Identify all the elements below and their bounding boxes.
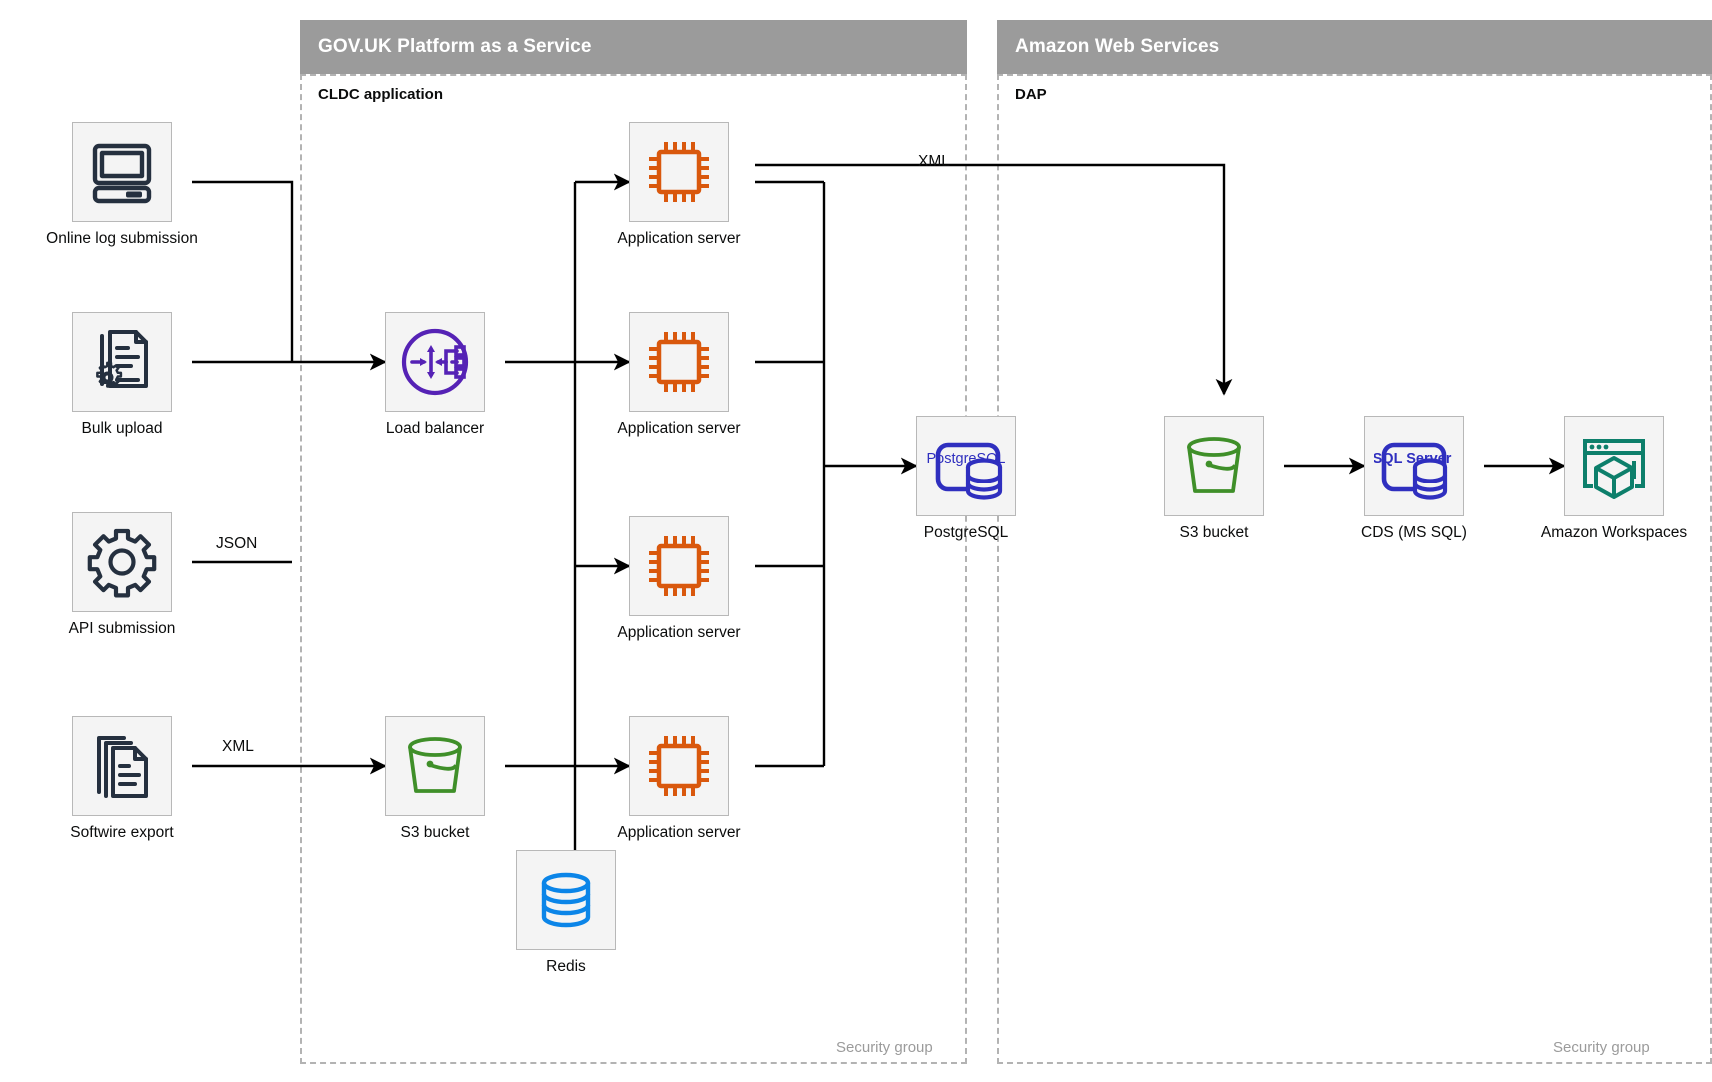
node-api-submission[interactable]: API submission xyxy=(69,512,175,637)
node-tile xyxy=(629,516,729,616)
group-title-aws: Amazon Web Services xyxy=(1015,36,1220,57)
node-label: PostgreSQL xyxy=(923,524,1009,541)
node-label: Application server xyxy=(617,824,741,841)
edge-label-xml-dap: XML xyxy=(918,153,950,170)
gear-icon xyxy=(87,528,157,598)
node-tile xyxy=(1164,416,1264,516)
node-bulk-upload[interactable]: Bulk upload xyxy=(72,312,172,437)
cpu-chip-icon xyxy=(649,142,709,202)
security-group-label-aws: Security group xyxy=(1553,1039,1650,1056)
node-tile xyxy=(72,122,172,222)
amazon-workspaces-icon xyxy=(1583,439,1645,499)
redis-database-icon xyxy=(541,872,591,928)
node-application-server-3[interactable]: Application server xyxy=(617,516,741,641)
node-label: API submission xyxy=(68,620,176,637)
edge-label-json: JSON xyxy=(216,535,258,552)
node-label: Amazon Workspaces xyxy=(1540,524,1688,541)
node-tile xyxy=(1564,416,1664,516)
node-label: S3 bucket xyxy=(1179,524,1249,541)
node-label: S3 bucket xyxy=(400,824,470,841)
node-softwire-export[interactable]: Softwire export xyxy=(70,716,174,841)
node-application-server-4[interactable]: Application server xyxy=(617,716,741,841)
stacked-documents-icon xyxy=(97,736,148,798)
group-banner-paas: GOV.UK Platform as a Service xyxy=(300,20,967,74)
node-tile xyxy=(385,312,485,412)
sub-label-cldc: CLDC application xyxy=(318,86,444,103)
node-tile xyxy=(629,122,729,222)
sql-server-icon: SQL Server xyxy=(1374,442,1452,500)
node-s3-bucket-aws[interactable]: S3 bucket xyxy=(1164,416,1264,541)
node-label: Application server xyxy=(617,230,741,247)
node-label: Redis xyxy=(546,958,586,975)
node-tile xyxy=(385,716,485,816)
node-tile xyxy=(72,716,172,816)
node-application-server-2[interactable]: Application server xyxy=(617,312,741,437)
node-tile: SQL Server xyxy=(1364,416,1464,516)
security-group-region-aws xyxy=(997,74,1712,1064)
edge-label-xml-softwire: XML xyxy=(222,738,254,755)
node-amazon-workspaces[interactable]: Amazon Workspaces xyxy=(1541,416,1687,541)
desktop-computer-icon xyxy=(92,143,152,204)
node-s3-bucket-paas[interactable]: S3 bucket xyxy=(385,716,485,841)
node-tile xyxy=(629,312,729,412)
cpu-chip-icon xyxy=(649,332,709,392)
sub-label-dap: DAP xyxy=(1015,86,1047,103)
load-balancer-icon xyxy=(401,328,469,396)
node-label: Softwire export xyxy=(70,824,174,841)
documents-gear-icon xyxy=(96,330,148,388)
node-tile xyxy=(72,512,172,612)
postgresql-icon: PostgreSQL xyxy=(927,442,1006,500)
cpu-chip-icon xyxy=(649,536,709,596)
node-tile xyxy=(629,716,729,816)
group-banner-aws: Amazon Web Services xyxy=(997,20,1712,74)
node-postgresql[interactable]: PostgreSQL PostgreSQL xyxy=(916,416,1016,541)
node-application-server-1[interactable]: Application server xyxy=(617,122,741,247)
node-label: Bulk upload xyxy=(81,420,163,437)
node-label: Load balancer xyxy=(385,420,485,437)
s3-bucket-icon xyxy=(408,737,462,793)
node-tile xyxy=(516,850,616,950)
node-label: Online log submission xyxy=(46,230,198,247)
node-tile: PostgreSQL xyxy=(916,416,1016,516)
node-redis[interactable]: Redis xyxy=(516,850,616,975)
node-online-log-submission[interactable]: Online log submission xyxy=(46,122,198,247)
security-group-region-paas xyxy=(300,74,967,1064)
group-title-paas: GOV.UK Platform as a Service xyxy=(318,36,592,57)
node-label: Application server xyxy=(617,624,741,641)
node-label: Application server xyxy=(617,420,741,437)
node-tile xyxy=(72,312,172,412)
node-label: CDS (MS SQL) xyxy=(1361,524,1467,541)
node-cds-ms-sql[interactable]: SQL Server CDS (MS SQL) xyxy=(1361,416,1467,541)
s3-bucket-icon xyxy=(1187,437,1241,493)
cpu-chip-icon xyxy=(649,736,709,796)
security-group-label-paas: Security group xyxy=(836,1039,933,1056)
node-load-balancer[interactable]: Load balancer xyxy=(385,312,485,437)
